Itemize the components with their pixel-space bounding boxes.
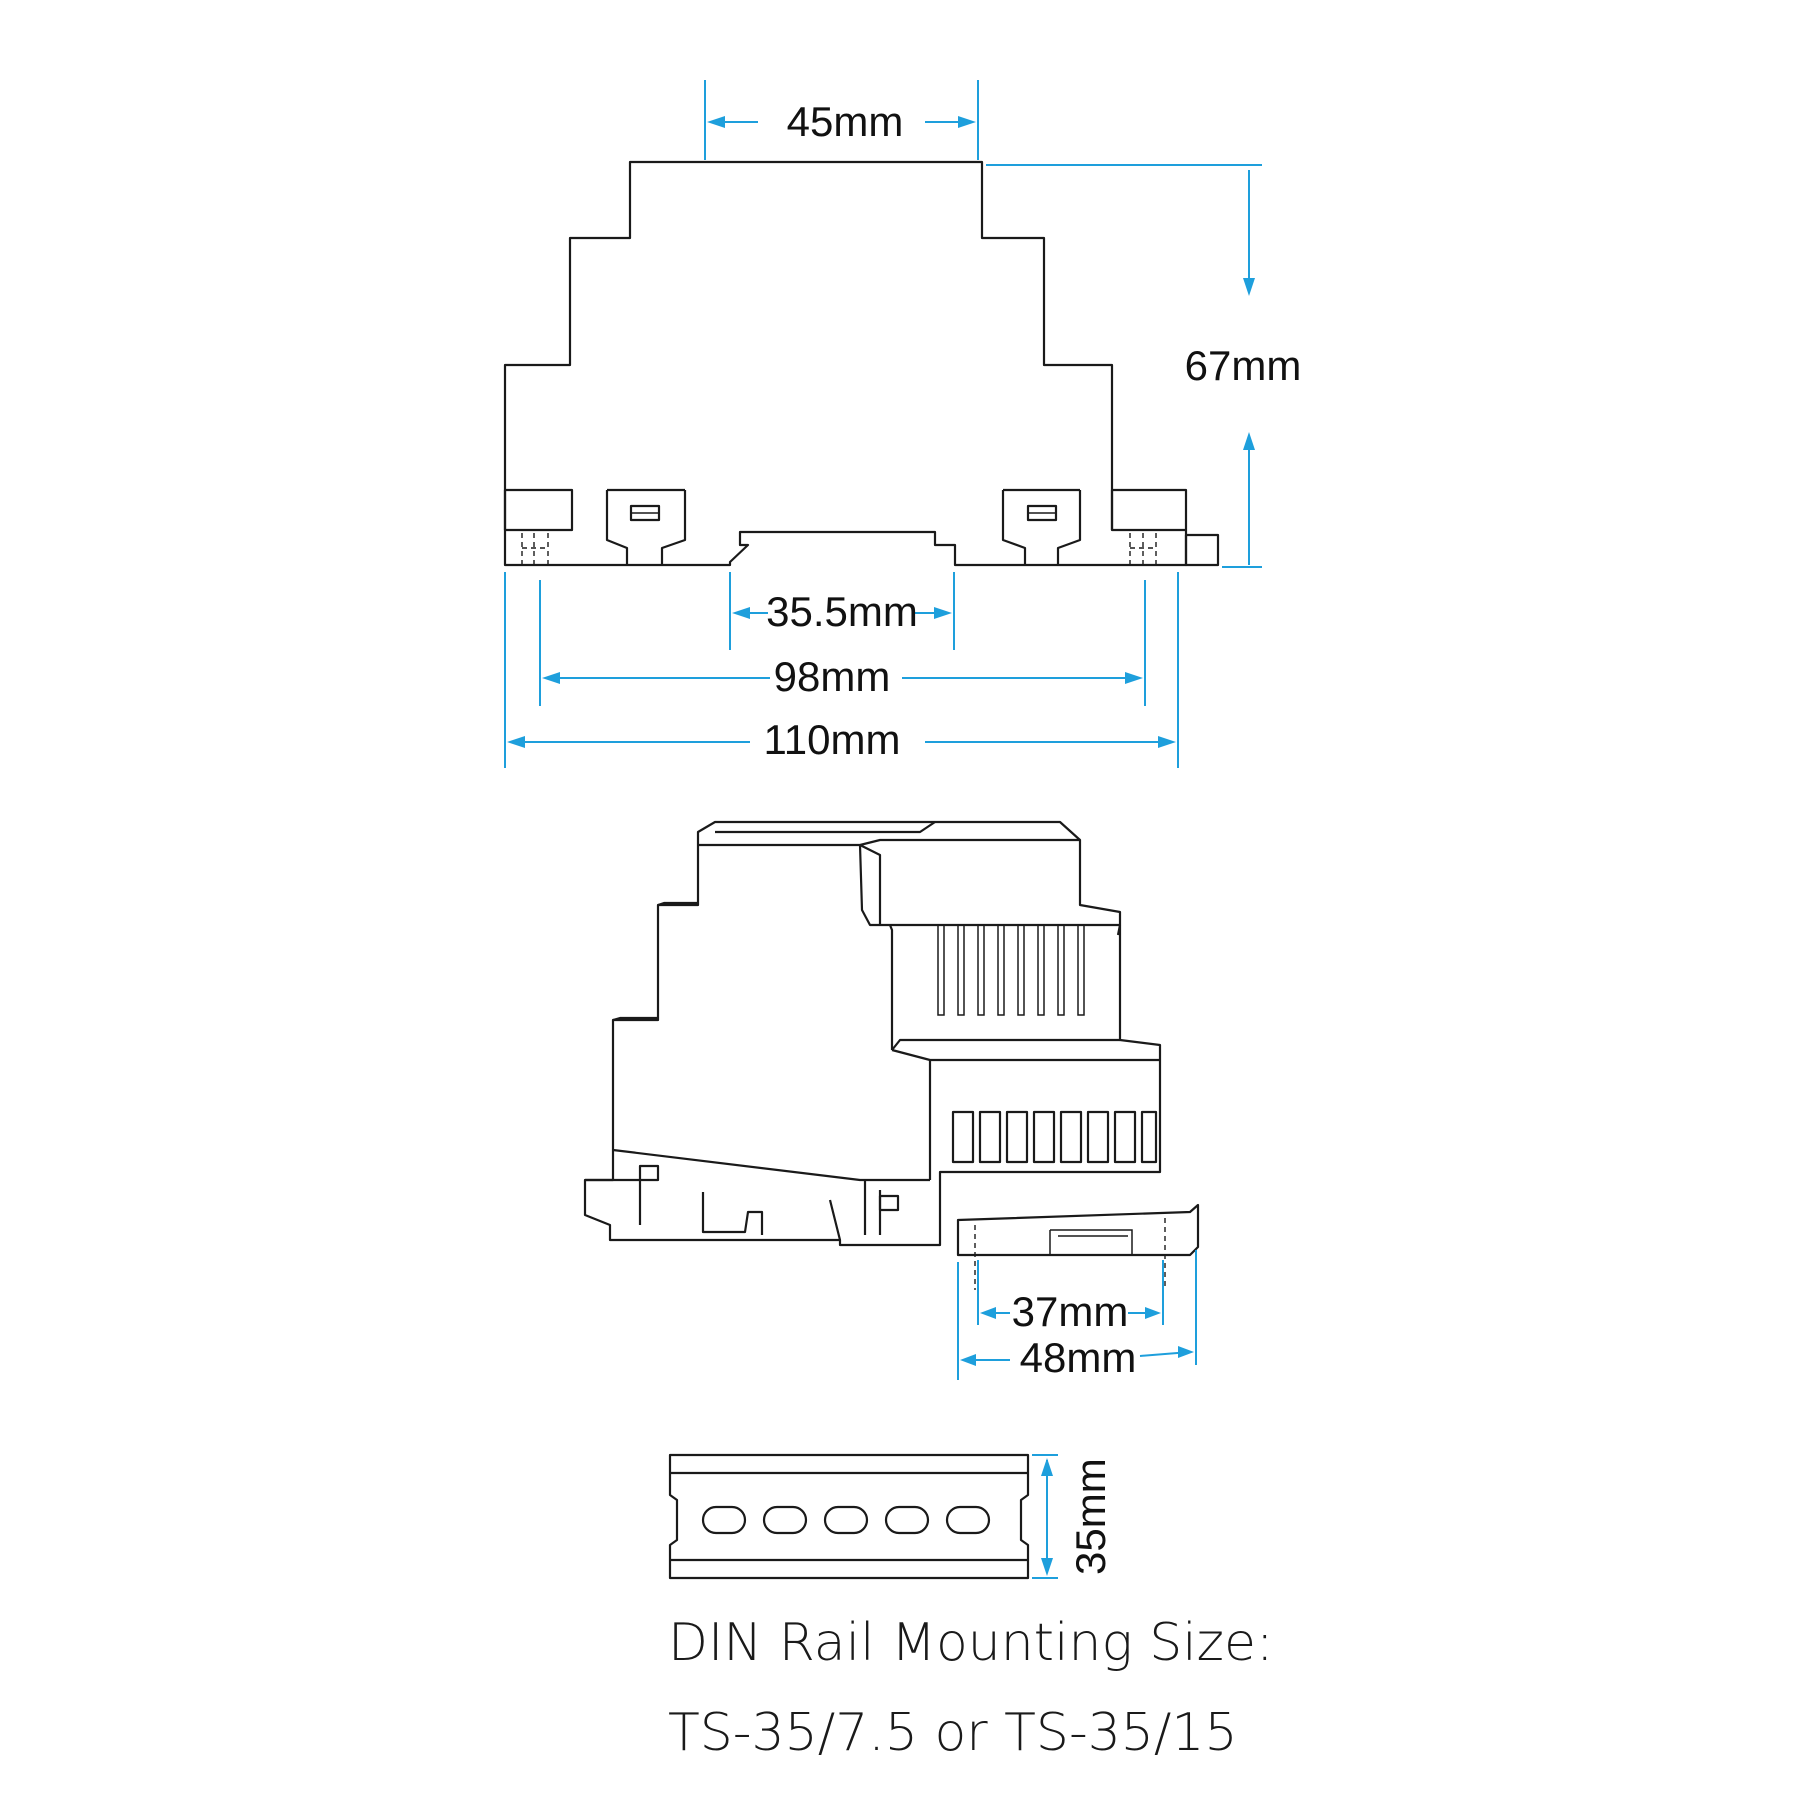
- din-caption-line2: TS-35/7.5 or TS-35/15: [668, 1703, 1238, 1763]
- dim-top-width-label: 45mm: [787, 98, 904, 145]
- din-rail: [668, 1453, 1030, 1580]
- iso-base: [585, 1148, 930, 1241]
- iso-dimensions: 37mm 48mm: [957, 1250, 1197, 1381]
- din-caption-line1: DIN Rail Mounting Size:: [668, 1613, 1273, 1673]
- dim-height-label: 67mm: [1185, 342, 1302, 389]
- iso-top-face: [698, 821, 1080, 925]
- iso-terminal-blocks: [951, 1110, 1158, 1164]
- front-clip-left: [605, 488, 687, 565]
- iso-left-profile: [612, 901, 698, 1022]
- front-hidden-hole-right: [1129, 533, 1157, 565]
- dim-total-width-label: 110mm: [764, 716, 901, 763]
- iso-middle-step: [891, 1038, 1160, 1180]
- din-rail-outline: [668, 1453, 1030, 1580]
- iso-view: [583, 820, 1200, 1290]
- dim-inner-depth-label: 37mm: [1012, 1288, 1129, 1335]
- front-view: [503, 160, 1220, 567]
- front-hidden-hole-left: [521, 533, 549, 565]
- front-housing-outline: [503, 160, 1114, 530]
- din-rail-slots: [701, 1505, 991, 1535]
- dim-rail-slot-label: 35.5mm: [766, 588, 918, 635]
- front-dimensions: 45mm 67mm 35.5mm 98mm 110mm: [504, 80, 1302, 768]
- din-rail-dimension: 35mm: [1032, 1454, 1114, 1579]
- dim-din-height-label: 35mm: [1067, 1458, 1114, 1575]
- dim-hole-spacing-label: 98mm: [774, 653, 891, 700]
- iso-clip-left-slot: [638, 1164, 660, 1182]
- iso-top-module: [583, 820, 1162, 1247]
- front-base-outline: [503, 530, 1188, 567]
- iso-front-foot: [956, 1203, 1200, 1257]
- iso-clip-right-slot: [878, 1194, 900, 1212]
- front-end-tab: [1184, 533, 1220, 567]
- dim-outer-depth-label: 48mm: [1020, 1334, 1137, 1381]
- front-clip-right: [1001, 488, 1082, 565]
- iso-louvers: [888, 924, 1122, 1050]
